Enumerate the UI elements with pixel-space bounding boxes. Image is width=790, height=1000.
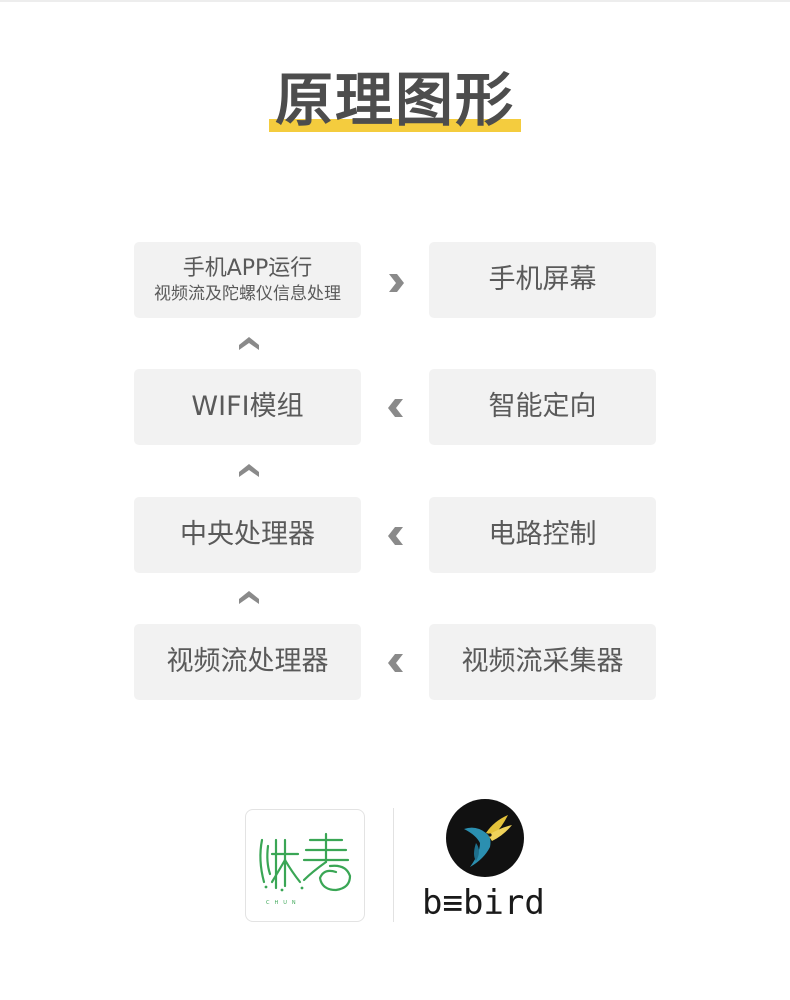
chevron-left-icon xyxy=(388,654,403,672)
box-video-processor: 视频流处理器 xyxy=(134,624,361,700)
box-wifi-module-label: WIFI模组 xyxy=(191,391,304,422)
box-phone-app-line1: 手机APP运行 xyxy=(182,256,313,281)
brand-name-text: b≡bird xyxy=(422,883,545,921)
box-cpu: 中央处理器 xyxy=(134,497,361,573)
chevron-up-icon xyxy=(239,337,259,350)
top-border xyxy=(0,0,790,2)
box-video-collector: 视频流采集器 xyxy=(429,624,656,700)
chun-logo-icon: CHUN xyxy=(259,832,352,906)
chevron-up-icon xyxy=(239,591,259,604)
box-phone-screen: 手机屏幕 xyxy=(429,242,656,318)
box-circuit-control: 电路控制 xyxy=(429,497,656,573)
box-phone-app-line2: 视频流及陀螺仪信息处理 xyxy=(154,284,341,304)
bebird-wordmark-icon: b≡bird xyxy=(422,883,545,921)
chevron-left-icon xyxy=(388,399,403,417)
logo-divider xyxy=(393,808,394,922)
box-wifi-module: WIFI模组 xyxy=(134,369,361,445)
box-smart-orientation: 智能定向 xyxy=(429,369,656,445)
box-video-processor-label: 视频流处理器 xyxy=(166,646,329,677)
box-phone-screen-label: 手机屏幕 xyxy=(488,264,597,295)
box-smart-orientation-label: 智能定向 xyxy=(488,391,597,422)
title-area: 原理图形 xyxy=(0,64,790,136)
title-block: 原理图形 xyxy=(268,64,521,136)
chun-logo: CHUN xyxy=(245,809,365,922)
chevron-up-icon xyxy=(239,464,259,477)
box-circuit-control-label: 电路控制 xyxy=(488,519,597,550)
chevron-left-icon xyxy=(388,527,403,545)
bird-logo-icon xyxy=(446,799,524,877)
box-cpu-label: 中央处理器 xyxy=(180,519,315,550)
chevron-right-icon xyxy=(389,274,404,292)
svg-text:CHUN: CHUN xyxy=(266,900,301,906)
page-title: 原理图形 xyxy=(274,66,515,134)
title-underline xyxy=(268,119,521,132)
box-video-collector-label: 视频流采集器 xyxy=(461,646,624,677)
box-phone-app: 手机APP运行 视频流及陀螺仪信息处理 xyxy=(134,242,361,318)
